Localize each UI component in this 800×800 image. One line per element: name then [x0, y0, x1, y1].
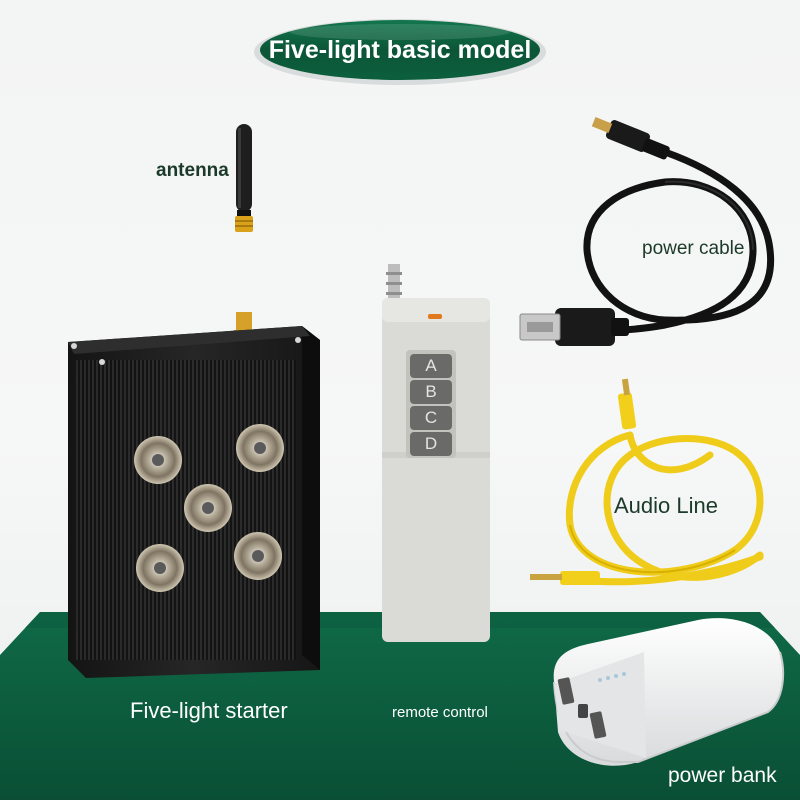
audio-line-label: Audio Line: [614, 493, 718, 518]
usb-power-cable-icon: [519, 116, 775, 346]
power-cable-label: power cable: [642, 238, 745, 259]
audio-line-icon: [530, 378, 764, 586]
starter-label: Five-light starter: [130, 698, 288, 723]
remote-control: A B C D: [380, 262, 492, 646]
remote-button-c[interactable]: C: [410, 406, 452, 430]
remote-button-a[interactable]: A: [410, 354, 452, 378]
page-title: Five-light basic model: [268, 36, 532, 64]
power-bank-label: power bank: [668, 764, 777, 787]
antenna-icon: [235, 124, 253, 232]
power-bank-icon: [553, 618, 785, 766]
five-light-starter-icon: [68, 312, 320, 678]
remote-button-d[interactable]: D: [410, 432, 452, 456]
antenna-label: antenna: [156, 160, 229, 181]
title-banner: [254, 19, 546, 85]
remote-label: remote control: [392, 704, 488, 721]
remote-button-b[interactable]: B: [410, 380, 452, 404]
